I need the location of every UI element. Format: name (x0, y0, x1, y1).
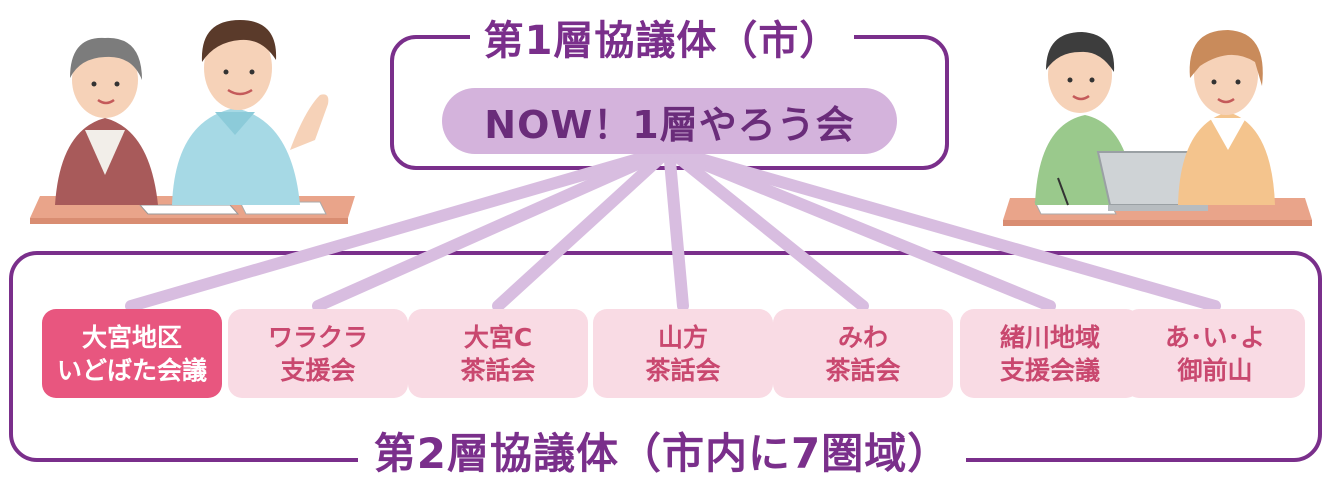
people-meeting-illustration-left (30, 20, 355, 224)
second-layer-title-text: 第2層協議体（市内に7圏域） (357, 429, 967, 478)
node-line2: いどばた会議 (56, 355, 207, 385)
node-line2: 支援会議 (999, 355, 1100, 385)
node-aiyo-gozenyama: あ･い･よ 御前山 (1125, 309, 1305, 398)
node-line2: 茶話会 (460, 355, 536, 385)
people-working-illustration-right (1003, 30, 1312, 226)
node-yamagata: 山方 茶話会 (593, 309, 773, 398)
node-line1: 大宮地区 (81, 322, 182, 352)
node-line2: 御前山 (1177, 355, 1253, 385)
connector-line (663, 144, 869, 312)
node-line1: 大宮C (463, 322, 533, 352)
connector-line (312, 144, 675, 312)
node-line2: 支援会 (280, 355, 356, 385)
node-line1: ワラクラ (267, 322, 368, 352)
node-line1: 山方 (657, 322, 708, 352)
node-line2: 茶話会 (645, 355, 721, 385)
connector-line (663, 144, 1056, 312)
node-line1: 緒川地域 (999, 322, 1100, 352)
node-line2: 茶話会 (825, 355, 901, 385)
second-layer-title: 第2層協議体（市内に7圏域） (0, 420, 1324, 481)
first-layer-meeting-pill: NOW！1層やろう会 (442, 88, 897, 154)
first-layer-title: 第1層協議体（市） (0, 8, 1324, 66)
first-layer-title-text: 第1層協議体（市） (469, 18, 855, 64)
node-line1: あ･い･よ (1164, 322, 1265, 352)
node-line1: みわ (837, 322, 888, 352)
node-omiya-c: 大宮C 茶話会 (408, 309, 588, 398)
node-miwa: みわ 茶話会 (773, 309, 953, 398)
node-ogawa: 緒川地域 支援会議 (960, 309, 1140, 398)
node-omiya-idobata: 大宮地区 いどばた会議 (42, 309, 222, 398)
connector-line (492, 144, 675, 312)
connector-lines (125, 144, 1221, 312)
connector-line (663, 144, 689, 312)
connector-line (663, 144, 1221, 312)
node-warakura: ワラクラ 支援会 (228, 309, 408, 398)
first-layer-meeting-label: NOW！1層やろう会 (484, 102, 855, 147)
connector-line (125, 144, 675, 312)
